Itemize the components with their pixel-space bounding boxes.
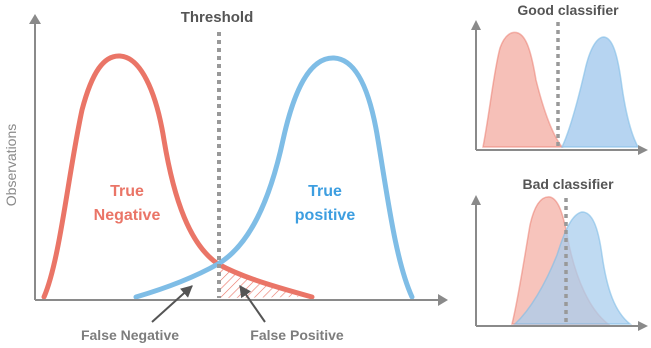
true-positive-label-line1: True bbox=[308, 183, 342, 200]
good-positive-distribution bbox=[560, 36, 640, 148]
threshold-title: Threshold bbox=[181, 9, 254, 26]
main-x-axis-arrow-icon bbox=[438, 294, 448, 306]
bad-y-axis-arrow-icon bbox=[471, 195, 481, 205]
false-negative-arrow-icon bbox=[151, 285, 193, 323]
false-positive-arrow-icon bbox=[239, 285, 266, 323]
good-negative-distribution bbox=[482, 31, 564, 148]
true-negative-label-line1: True bbox=[110, 183, 144, 200]
negative-distribution-curve bbox=[41, 53, 315, 300]
true-negative-label-line2: Negative bbox=[94, 207, 161, 224]
main-chart: Threshold Observations True Negative Tru… bbox=[3, 9, 448, 343]
good-classifier-title: Good classifier bbox=[517, 2, 619, 18]
positive-distribution-curve bbox=[133, 55, 415, 300]
bad-positive-distribution bbox=[513, 211, 633, 325]
false-negative-label: False Negative bbox=[81, 327, 179, 343]
good-classifier-chart: Good classifier bbox=[471, 2, 648, 155]
bad-classifier-chart: Bad classifier bbox=[471, 176, 648, 331]
main-y-axis-label: Observations bbox=[3, 124, 19, 206]
false-positive-label: False Positive bbox=[250, 327, 344, 343]
good-x-axis-arrow-icon bbox=[638, 145, 648, 155]
true-positive-label-line2: positive bbox=[295, 207, 356, 224]
good-y-axis-arrow-icon bbox=[471, 20, 481, 30]
main-y-axis-arrow-icon bbox=[29, 14, 41, 24]
bad-x-axis-arrow-icon bbox=[638, 321, 648, 331]
bad-classifier-title: Bad classifier bbox=[522, 176, 614, 192]
